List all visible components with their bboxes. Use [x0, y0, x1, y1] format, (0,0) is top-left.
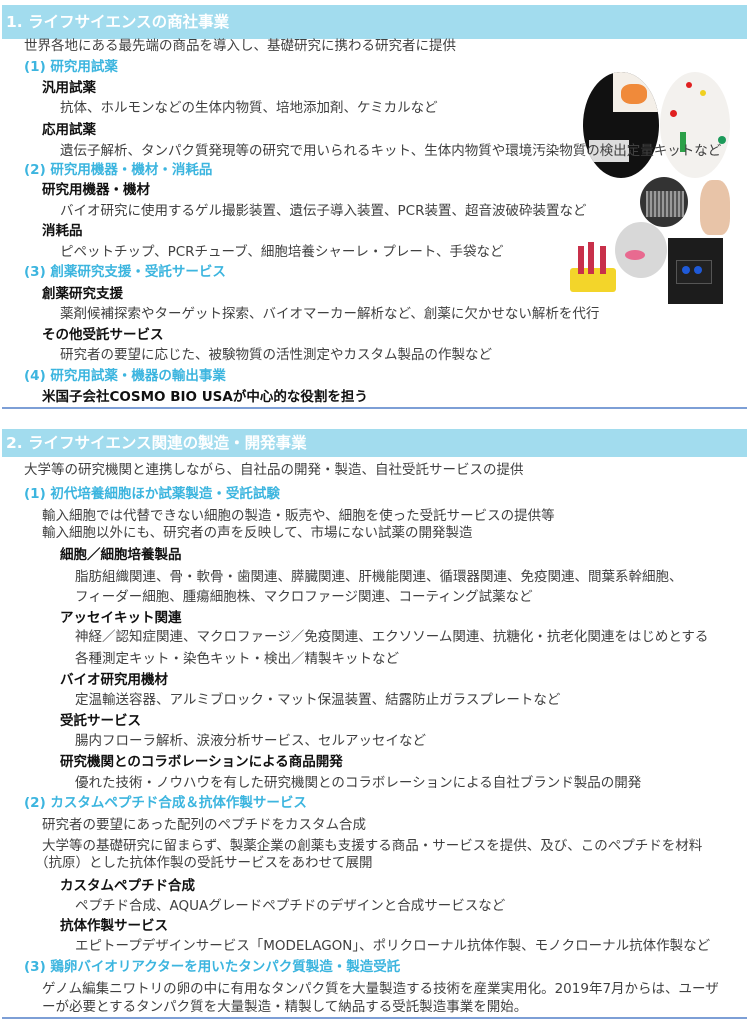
- pipette-photo: [700, 180, 730, 235]
- subheading: 消耗品: [42, 223, 83, 239]
- section-2-header: 2. ライフサイエンス関連の製造・開発事業: [2, 429, 747, 457]
- description: 神経／認知症関連、マクロファージ／免疫関連、エクソソーム関連、抗糖化・抗老化関連…: [75, 629, 709, 645]
- section-1-header: 1. ライフサイエンスの商社事業: [2, 5, 747, 39]
- section-2-item-2-heading: (2) カスタムペプチド合成＆抗体作製サービス: [24, 795, 307, 811]
- section-1-item-2-heading: (2) 研究用機器・機材・消耗品: [24, 162, 213, 178]
- divider: [2, 1017, 747, 1019]
- description: （抗原）とした抗体作製の受託サービスをあわせて展開: [35, 855, 373, 871]
- section-2-item-3-heading: (3) 鶏卵バイオリアクターを用いたタンパク質製造・製造受託: [24, 959, 401, 975]
- section-1-item-1-heading: (1) 研究用試薬: [24, 59, 118, 75]
- reagent-photo: [583, 72, 659, 178]
- section-2-item-1-heading: (1) 初代培養細胞ほか試薬製造・受託試験: [24, 486, 280, 502]
- subheading: 抗体作製サービス: [60, 918, 168, 934]
- description: ペプチド合成、AQUAグレードペプチドのデザインと合成サービスなど: [75, 898, 506, 914]
- subheading: バイオ研究用機材: [60, 672, 168, 688]
- subheading: カスタムペプチド合成: [60, 878, 195, 894]
- subheading: 研究機関とのコラボレーションによる商品開発: [60, 754, 343, 770]
- description: 優れた技術・ノウハウを有した研究機関とのコラボレーションによる自社ブランド製品の…: [75, 775, 642, 791]
- description: 抗体、ホルモンなどの生体内物質、培地添加剤、ケミカルなど: [60, 100, 438, 116]
- subheading: 創薬研究支援: [42, 286, 123, 302]
- instrument-photo: [668, 238, 723, 304]
- subheading: その他受託サービス: [42, 327, 164, 343]
- subheading: 受託サービス: [60, 713, 141, 729]
- subheading: 細胞／細胞培養製品: [60, 547, 182, 563]
- subheading: アッセイキット関連: [60, 610, 182, 626]
- description: 腸内フローラ解析、涙液分析サービス、セルアッセイなど: [75, 733, 426, 749]
- tube-rack-photo: [570, 242, 616, 292]
- description: ゲノム編集ニワトリの卵の中に有用なタンパク質を大量製造する技術を産業実用化。20…: [42, 981, 719, 997]
- description: エピトープデザインサービス「MODELAGON」、ポリクローナル抗体作製、モノク…: [75, 938, 711, 954]
- description: バイオ研究に使用するゲル撮影装置、遺伝子導入装置、PCR装置、超音波破砕装置など: [60, 203, 587, 219]
- section-2-intro: 大学等の研究機関と連携しながら、自社品の開発・製造、自社受託サービスの提供: [24, 462, 524, 478]
- description: フィーダー細胞、腫瘍細胞株、マクロファージ関連、コーティング試薬など: [75, 589, 533, 605]
- description: 各種測定キット・染色キット・検出／精製キットなど: [75, 651, 399, 667]
- tubes-photo: [660, 72, 730, 178]
- subheading: 汎用試薬: [42, 80, 96, 96]
- description: 定温輸送容器、アルミブロック・マット保温装置、結露防止ガラスプレートなど: [75, 692, 561, 708]
- subheading: 応用試薬: [42, 122, 96, 138]
- description: 輸入細胞では代替できない細胞の製造・販売や、細胞を使った受託サービスの提供等: [42, 508, 555, 524]
- cell-culture-photo: [615, 222, 667, 278]
- subheading: 研究用機器・機材: [42, 182, 150, 198]
- description: 大学等の基礎研究に留まらず、製薬企業の創薬も支援する商品・サービスを提供、及び、…: [42, 838, 703, 854]
- section-1-intro: 世界各地にある最先端の商品を導入し、基礎研究に携わる研究者に提供: [24, 38, 456, 54]
- plate-photo: [640, 177, 688, 227]
- divider: [2, 407, 747, 409]
- description: 薬剤候補探索やターゲット探索、バイオマーカー解析など、創薬に欠かせない解析を代行: [60, 306, 600, 322]
- description: ピペットチップ、PCRチューブ、細胞培養シャーレ・プレート、手袋など: [60, 244, 504, 260]
- description: 脂肪組織関連、骨・軟骨・歯関連、膵臓関連、肝機能関連、循環器関連、免疫関連、間葉…: [75, 569, 683, 585]
- section-1-item-3-heading: (3) 創薬研究支援・受託サービス: [24, 264, 226, 280]
- section-1-item-4-heading: (4) 研究用試薬・機器の輸出事業: [24, 368, 226, 384]
- description: ーが必要とするタンパク質を大量製造・精製して納品する受託製造事業を開始。: [42, 999, 528, 1015]
- subheading: 米国子会社COSMO BIO USAが中心的な役割を担う: [42, 389, 368, 405]
- description: 遺伝子解析、タンパク質発現等の研究で用いられるキット、生体内物質や環境汚染物質の…: [60, 143, 722, 159]
- description: 輸入細胞以外にも、研究者の声を反映して、市場にない試薬の開発製造: [42, 525, 473, 541]
- description: 研究者の要望に応じた、被験物質の活性測定やカスタム製品の作製など: [60, 347, 492, 363]
- description: 研究者の要望にあった配列のペプチドをカスタム合成: [42, 817, 366, 833]
